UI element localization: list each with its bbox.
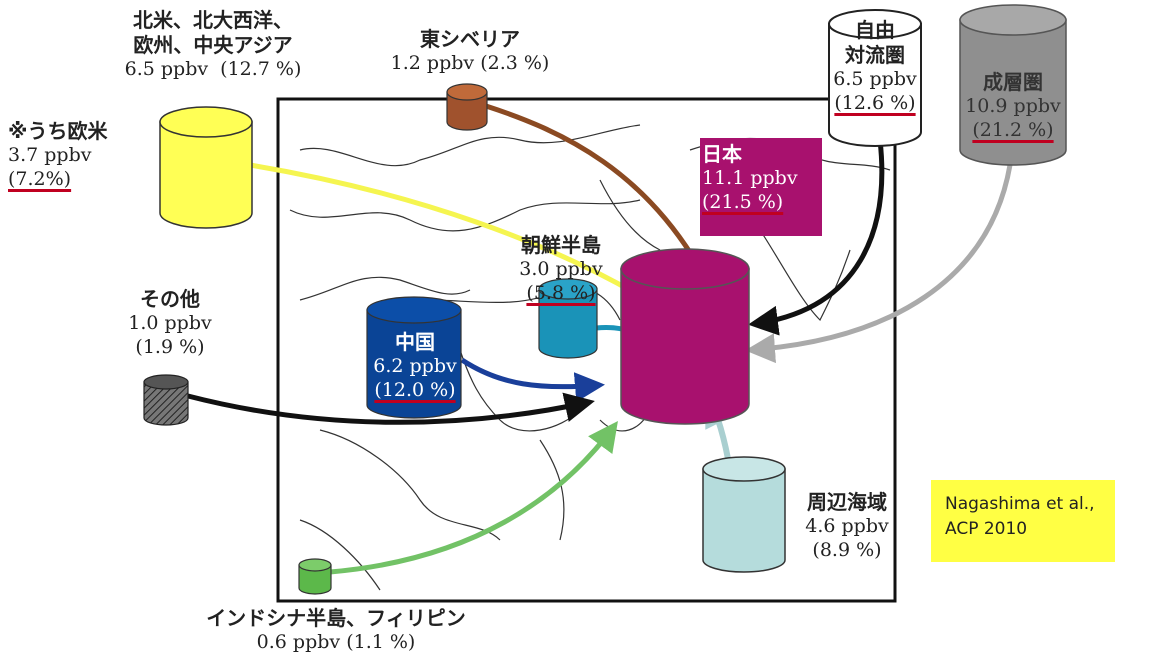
- western-share: (7.2%): [8, 167, 72, 190]
- label-korea: 朝鮮半島 3.0 ppbv (5.8 %): [486, 233, 636, 306]
- cylinder-free-troposphere: [828, 9, 922, 147]
- cylinder-stratosphere: [959, 4, 1067, 166]
- arrow-china: [460, 357, 605, 403]
- china-share: (12.0 %): [374, 378, 456, 401]
- cylinder-indochina: [298, 558, 332, 595]
- free-troposphere-share: (12.6 %): [834, 91, 916, 114]
- japan-label-box: [700, 138, 822, 236]
- label-stratosphere: 成層圏 10.9 ppbv (21.2 %): [958, 70, 1068, 143]
- citation-line-1: Nagashima et al.,: [945, 494, 1095, 514]
- citation-line-2: ACP 2010: [945, 518, 1028, 539]
- sea-value: 4.6 ppbv: [805, 515, 889, 537]
- sea-share: (8.9 %): [812, 538, 882, 561]
- citation-box: Nagashima et al., ACP 2010: [931, 480, 1115, 562]
- free-troposphere-name-2: 対流圏: [845, 43, 905, 67]
- east-siberia-name: 東シベリア: [420, 27, 520, 51]
- indochina-value: 0.6 ppbv (1.1 %): [256, 631, 416, 653]
- other-name: その他: [140, 287, 200, 311]
- china-value: 6.2 ppbv: [373, 355, 457, 377]
- stratosphere-share: (21.2 %): [972, 118, 1054, 141]
- japan-name: 日本: [702, 142, 742, 166]
- label-indochina: インドシナ半島、フィリピン 0.6 ppbv (1.1 %): [186, 606, 486, 655]
- korea-name: 朝鮮半島: [521, 233, 601, 257]
- cylinder-surrounding-sea: [702, 456, 786, 573]
- stratosphere-value: 10.9 ppbv: [965, 95, 1061, 117]
- arrow-stratosphere: [745, 164, 1013, 364]
- cylinder-east-siberia: [446, 83, 488, 131]
- label-north-america: 北米、北大西洋、 欧州、中央アジア 6.5 ppbv (12.7 %): [108, 8, 318, 82]
- other-share: (1.9 %): [135, 335, 205, 358]
- label-china: 中国 6.2 ppbv (12.0 %): [368, 330, 462, 403]
- western-value: 3.7 ppbv: [8, 144, 92, 166]
- arrow-free-troposphere: [748, 139, 885, 336]
- label-other: その他 1.0 ppbv (1.9 %): [110, 287, 230, 360]
- sea-name: 周辺海域: [807, 490, 887, 514]
- korea-value: 3.0 ppbv: [519, 258, 603, 280]
- cylinder-china: [366, 296, 462, 419]
- indochina-name: インドシナ半島、フィリピン: [206, 606, 466, 630]
- label-japan: 日本 11.1 ppbv (21.5 %): [702, 142, 820, 215]
- east-siberia-value: 1.2 ppbv (2.3 %): [390, 52, 550, 74]
- arrow-other: [187, 392, 595, 425]
- label-free-troposphere: 自由 対流圏 6.5 ppbv (12.6 %): [825, 18, 925, 116]
- cylinder-north-america: [159, 106, 253, 229]
- cylinder-other: [143, 374, 189, 426]
- cylinder-japan: [620, 248, 750, 425]
- arrow-indochina: [329, 420, 618, 575]
- stratosphere-name: 成層圏: [983, 70, 1043, 94]
- japan-share: (21.5 %): [702, 190, 784, 213]
- north-america-name-1: 北米、北大西洋、: [133, 8, 293, 32]
- cylinder-korea: [538, 278, 598, 359]
- label-surrounding-sea: 周辺海域 4.6 ppbv (8.9 %): [782, 490, 912, 563]
- north-america-name-2: 欧州、中央アジア: [133, 33, 293, 57]
- western-name: ※うち欧米: [8, 119, 108, 143]
- korea-share: (5.8 %): [526, 281, 596, 304]
- free-troposphere-name-1: 自由: [855, 18, 895, 42]
- free-troposphere-value: 6.5 ppbv: [833, 68, 917, 90]
- north-america-value: 6.5 ppbv (12.7 %): [124, 58, 302, 80]
- arrow-east-siberia: [485, 103, 713, 292]
- china-name: 中国: [395, 330, 435, 354]
- label-of-which-western: ※うち欧米 3.7 ppbv (7.2%): [8, 119, 107, 192]
- japan-value: 11.1 ppbv: [702, 167, 798, 189]
- label-east-siberia: 東シベリア 1.2 ppbv (2.3 %): [370, 27, 570, 76]
- other-value: 1.0 ppbv: [128, 312, 212, 334]
